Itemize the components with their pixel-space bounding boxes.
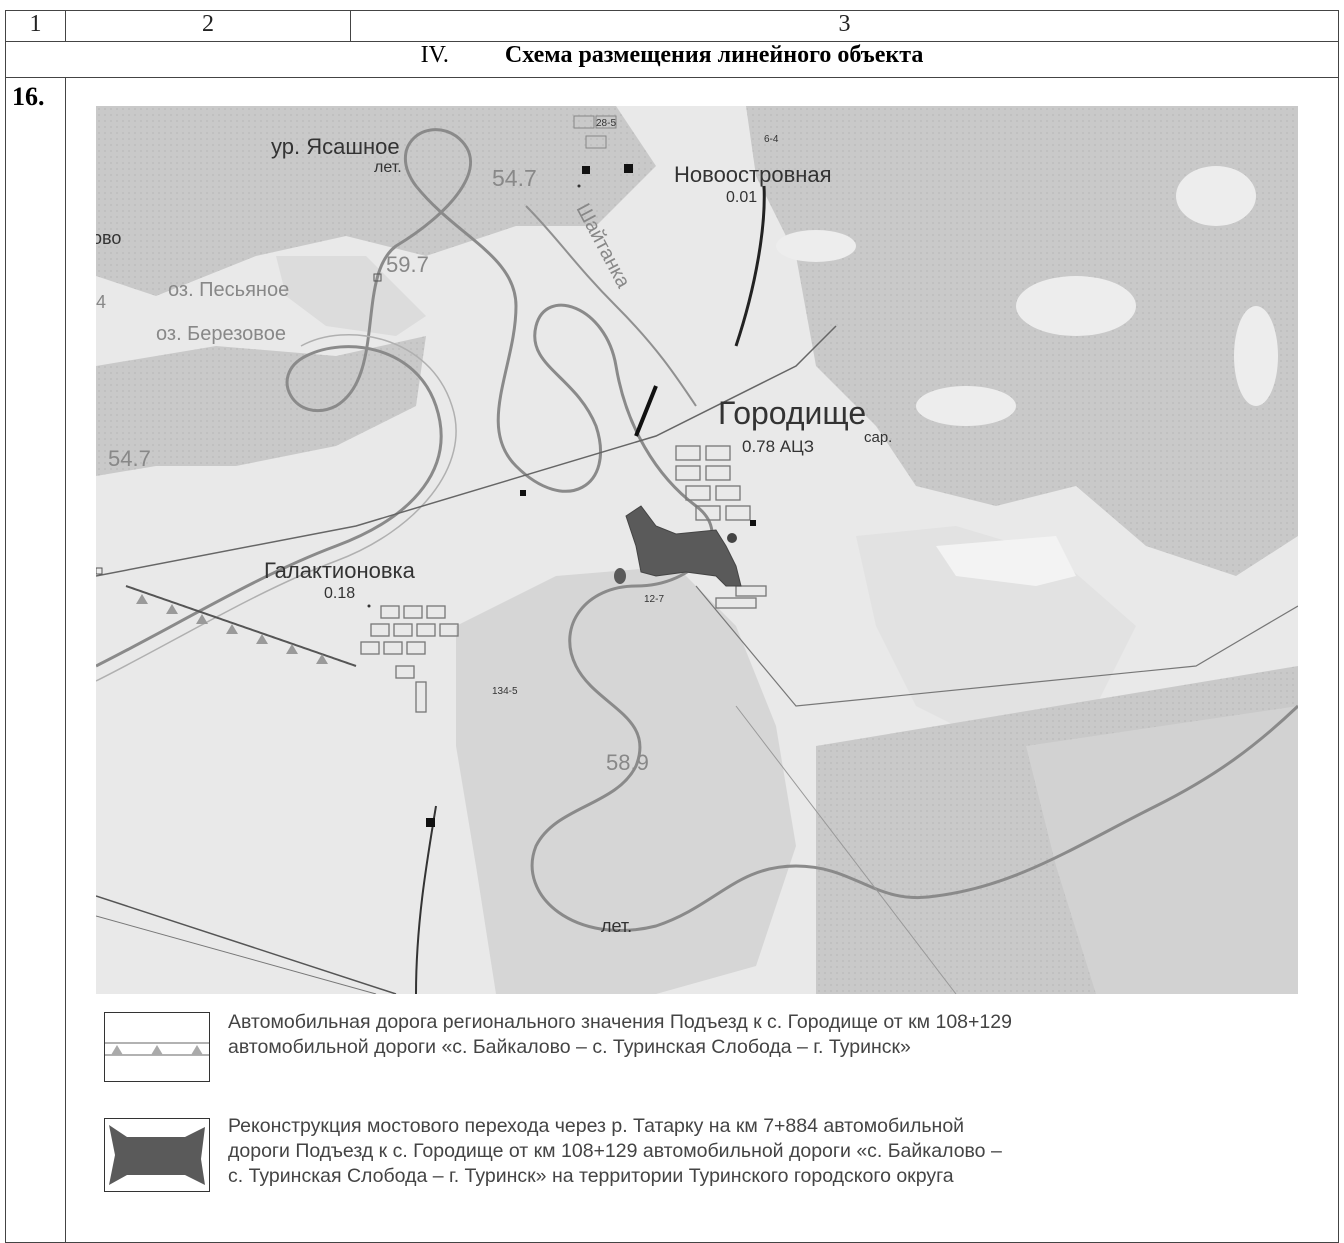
section-heading-row: IV. Схема размещения линейного объекта [5,41,1339,78]
clearing [776,230,856,262]
point-marker [373,273,382,282]
field-area [936,536,1076,586]
clearing [1234,306,1278,406]
forest-area [96,106,656,296]
point-marker [96,567,103,575]
legend-text-bridge: Реконструкция мостового перехода через р… [228,1115,1002,1187]
map-label-let: лет. [601,916,632,936]
clearing [916,386,1016,426]
section-heading: IV. Схема размещения линейного объекта [5,41,1339,78]
document-table: 1 2 3 IV. Схема размещения линейного объ… [5,10,1339,1243]
building-marker [582,166,590,174]
content-row: 16. [5,77,1339,1243]
map-label-yasashnoe: ур. Ясашное [271,134,400,159]
track-line [735,705,957,994]
map-container: ур. Ясашное лет. 54.7 28-5 6-4 Новоостро… [66,78,1334,1238]
meadow-area [856,526,1136,746]
map-label-lake-berezovoe: оз. Березовое [156,323,286,345]
railway-line [96,895,397,994]
map-cell: ур. Ясашное лет. 54.7 28-5 6-4 Новоостро… [65,77,1339,1243]
road-segment [634,385,658,437]
map-label-code: 28-5 [596,118,616,129]
river-bank [96,334,457,682]
lake-area [276,256,426,336]
bridge-object-part [614,568,626,584]
section-title: Схема размещения линейного объекта [504,42,924,68]
map-label-galaktionovka: Галактионовка [264,558,416,583]
map-label-gorodishche-info: 0.78 АЦЗ [742,437,814,456]
galaktionovka-blocks [360,605,459,713]
forest-area [746,106,1298,576]
column-number-3: 3 [350,10,1339,42]
map-label-let: лет. [374,159,402,176]
forest-plots [1026,706,1298,994]
map-label-partial: ово [96,228,121,248]
building-marker [426,818,435,827]
map-label-code: 6-4 [764,134,779,145]
clearing [1016,276,1136,336]
railway-line [96,915,377,994]
map-label-lake-pesyanoe: оз. Песьяное [168,279,289,301]
map-label-population: 0.18 [324,585,355,602]
legend-symbol-road [104,1012,210,1082]
map-label-elevation: 59.7 [386,252,429,277]
map-label-elevation: 58.9 [606,750,649,775]
map-label-elevation: 54.7 [492,165,537,191]
map-label-sar: сар. [864,429,892,446]
bridge-reconstruction-object [625,505,742,587]
building-marker [750,520,756,526]
novoostrovnaya-blocks [573,115,617,149]
location-map: ур. Ясашное лет. 54.7 28-5 6-4 Новоостро… [96,106,1298,994]
row-number: 16. [5,77,66,1243]
regional-road-approach [125,585,357,667]
local-road [415,805,437,994]
road-line [96,325,837,577]
column-number-row: 1 2 3 [5,10,1339,42]
map-label-novoostrovnaya: Новоостровная [674,162,832,187]
elevation-point [367,604,371,608]
map-label-code: 4 [96,292,106,312]
road-line [695,585,1298,707]
map-label-population: 0.01 [726,189,757,206]
map-label-code: 12-7 [644,594,664,605]
column-number-1: 1 [5,10,66,42]
regional-road [734,185,766,347]
forest-area [96,336,426,476]
building-marker [520,490,526,496]
map-label-elevation: 54.7 [108,446,151,471]
section-number: IV. [420,42,449,68]
river-line [96,128,1298,932]
road-markers [136,594,328,664]
elevation-point [577,184,581,188]
legend-text-road: Автомобильная дорога регионального значе… [228,1011,1012,1058]
clearing [1176,166,1256,226]
building-marker [624,164,633,173]
map-label-gorodishche: Городище [718,395,866,431]
map-label-code: 134-5 [492,686,518,697]
gorodishche-blocks [675,445,767,609]
column-number-2: 2 [65,10,351,42]
stream-line [525,205,697,407]
building-marker [727,533,737,543]
legend-symbol-bridge [104,1118,210,1192]
